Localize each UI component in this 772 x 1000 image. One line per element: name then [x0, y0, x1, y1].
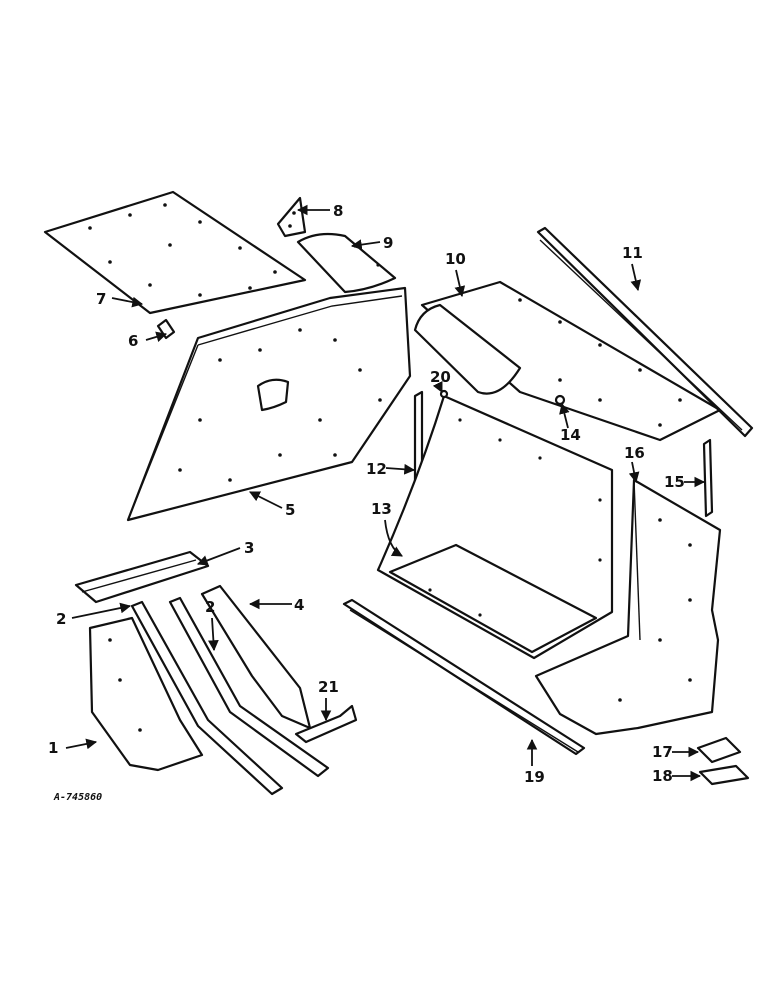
- callout-20: 20: [430, 368, 451, 386]
- callout-8: 8: [333, 202, 343, 220]
- callout-10: 10: [445, 250, 466, 268]
- part-5-side-panel: [126, 286, 412, 522]
- part-13-frame: [376, 394, 614, 660]
- part-8-bracket: [276, 196, 307, 238]
- part-10-top-panel: [413, 280, 722, 442]
- part-2-strip-a: [130, 600, 284, 796]
- callout-15: 15: [664, 473, 685, 491]
- callout-14: 14: [560, 426, 581, 444]
- drawing-number: A-745860: [53, 792, 102, 803]
- callout-2a: 2: [56, 610, 66, 628]
- part-16-rear-panel: [534, 478, 722, 736]
- part-2-strip-b: [168, 596, 330, 778]
- callout-7: 7: [96, 290, 106, 308]
- part-11-strip: [536, 226, 754, 438]
- part-9-deflector: [296, 232, 397, 294]
- callout-18: 18: [652, 767, 673, 785]
- callout-19: 19: [524, 768, 545, 786]
- part-1-side-piece: [88, 616, 204, 772]
- callout-3: 3: [244, 539, 254, 557]
- part-3-bracket: [74, 550, 210, 604]
- part-14-fastener: [554, 394, 566, 406]
- part-20-fastener: [439, 389, 449, 399]
- callout-9: 9: [383, 234, 393, 252]
- callout-17: 17: [652, 743, 673, 761]
- leader-lines: [65, 204, 706, 782]
- callout-6: 6: [128, 332, 138, 350]
- callout-4: 4: [294, 596, 304, 614]
- callout-21: 21: [318, 678, 339, 696]
- callout-12: 12: [366, 460, 387, 478]
- callout-1: 1: [48, 739, 58, 757]
- part-7-top-panel: [43, 190, 307, 315]
- part-17-bracket: [696, 736, 742, 764]
- part-21-angle: [294, 704, 358, 744]
- callout-11: 11: [622, 244, 643, 262]
- callout-labels: 1 2 2 3 4 5 6 7 8 9 10 11 12 13 14 15 16…: [48, 202, 685, 786]
- part-19-bar: [342, 598, 586, 756]
- callout-2b: 2: [205, 598, 215, 616]
- callout-13: 13: [371, 500, 392, 518]
- callout-5: 5: [285, 501, 295, 519]
- callout-16: 16: [624, 444, 645, 462]
- part-18-plate: [698, 764, 750, 786]
- part-15-strip: [702, 438, 714, 518]
